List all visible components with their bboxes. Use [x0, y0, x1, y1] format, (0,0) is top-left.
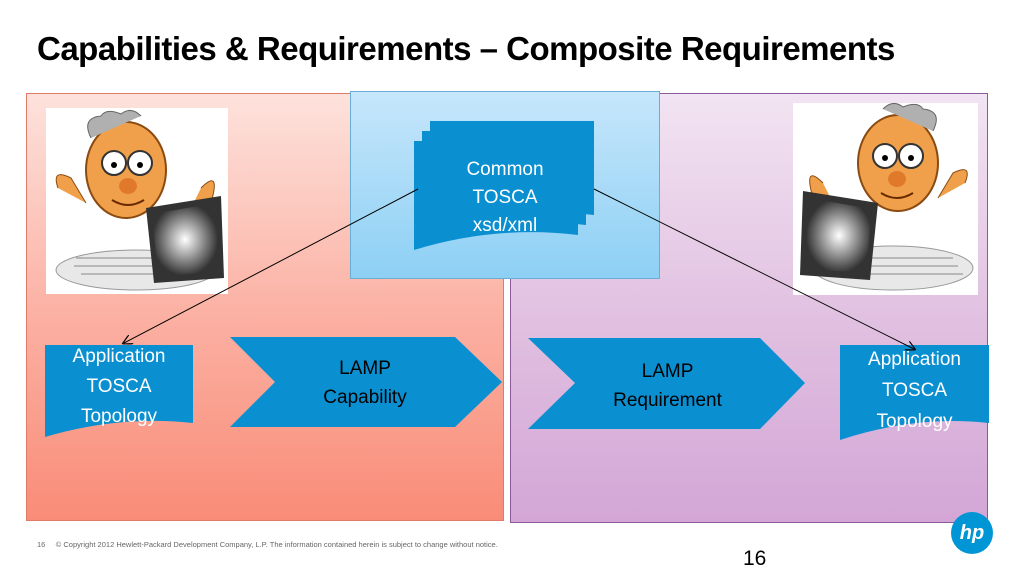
- slide-title: Capabilities & Requirements – Composite …: [37, 30, 895, 67]
- requirement-line1: LAMP: [641, 361, 694, 382]
- center-document-label: Common TOSCA xsd/xml: [425, 156, 585, 240]
- capability-line2: Capability: [323, 387, 407, 408]
- left-doc-line1: Application: [72, 346, 166, 367]
- left-document-label: Application TOSCA Topology: [45, 342, 193, 432]
- center-doc-line2: TOSCA: [472, 187, 538, 208]
- copyright-text: © Copyright 2012 Hewlett-Packard Develop…: [55, 540, 498, 549]
- center-doc-line1: Common: [466, 159, 544, 180]
- capability-chevron-label: LAMP Capability: [290, 354, 440, 412]
- page-number: 16: [743, 547, 767, 570]
- center-doc-line3: xsd/xml: [472, 215, 538, 236]
- requirement-line2: Requirement: [613, 390, 722, 411]
- requirement-chevron-label: LAMP Requirement: [585, 357, 750, 415]
- left-doc-line3: Topology: [80, 406, 158, 427]
- capability-line1: LAMP: [339, 358, 391, 379]
- left-document-shape: [45, 345, 193, 437]
- arrow-to-right-document: [593, 188, 914, 349]
- common-tosca-document-stack: [414, 121, 594, 250]
- right-document-label: Application TOSCA Topology: [840, 344, 989, 437]
- requirement-chevron: [528, 338, 805, 429]
- right-doc-line3: Topology: [876, 411, 953, 432]
- capability-chevron: [230, 337, 502, 427]
- left-doc-line2: TOSCA: [86, 376, 152, 397]
- professor-laptop-icon-left: [46, 108, 228, 294]
- right-doc-line1: Application: [868, 349, 961, 370]
- arrow-to-left-document: [124, 188, 419, 343]
- right-document-shape: [840, 345, 989, 440]
- footer: 16 © Copyright 2012 Hewlett-Packard Deve…: [37, 540, 498, 549]
- right-doc-line2: TOSCA: [881, 380, 948, 401]
- footer-page-number: 16: [37, 540, 46, 549]
- professor-laptop-icon-right: [793, 103, 978, 295]
- hp-logo-icon: hp: [951, 512, 993, 554]
